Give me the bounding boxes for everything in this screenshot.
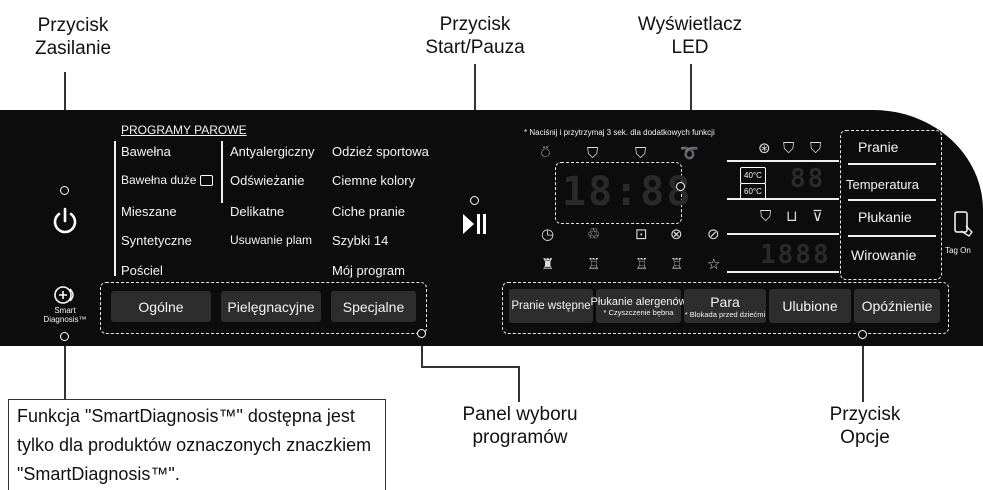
- start-pause-button[interactable]: [461, 211, 489, 237]
- program-ciche-pranie[interactable]: Ciche pranie: [332, 204, 405, 219]
- power-button[interactable]: [50, 206, 80, 236]
- right-h-divider-4: [727, 271, 839, 273]
- tshirt-icon: ♜: [541, 255, 555, 273]
- smartdiagnosis-button[interactable]: Smart Diagnosis™: [43, 284, 87, 334]
- tab-specjalne[interactable]: Specjalne: [331, 291, 416, 322]
- temp-60: 60°C: [740, 183, 766, 200]
- program-antyalergiczny[interactable]: Antyalergiczny: [230, 144, 315, 159]
- display-leader-dot: [676, 182, 685, 191]
- right-h-divider-3: [727, 233, 839, 235]
- program-moj-program[interactable]: Mój program: [332, 263, 405, 278]
- option-plukanie-alergenow[interactable]: Płukanie alergenów * Czyszczenie bębna: [591, 289, 687, 323]
- programs-leader-dot: [417, 329, 426, 338]
- program-usuwanie-plam[interactable]: Usuwanie plam: [230, 233, 313, 247]
- steam-programs-heading: PROGRAMY PAROWE: [121, 123, 247, 137]
- no-icon: ⊘: [707, 225, 720, 243]
- power-leader-dot: [60, 186, 69, 195]
- lock-icon: ⊡: [635, 225, 648, 243]
- wifi-icon: ⊗: [670, 225, 683, 243]
- callout-options: Przycisk Opcje: [829, 404, 901, 448]
- col2-divider: [221, 141, 223, 203]
- program-odziez-sportowa[interactable]: Odzież sportowa: [332, 144, 429, 159]
- right-h-divider-1: [727, 160, 839, 162]
- play-pause-icon: [463, 214, 486, 234]
- leader-programs-h: [421, 366, 519, 368]
- tshirt-icon-2: ⛉: [810, 139, 822, 157]
- tag-on-button[interactable]: Tag On: [945, 210, 976, 258]
- col1-divider: [114, 141, 116, 276]
- option-wirowanie[interactable]: Wirowanie: [851, 247, 917, 263]
- callout-display: Wyświetlacz LED: [637, 14, 743, 58]
- option-pranie-wstepne[interactable]: Pranie wstępne: [509, 289, 593, 323]
- cycle-icon: ♲: [587, 225, 601, 243]
- smartdiag-leader-dot: [60, 332, 69, 341]
- child-lock-sub: * Blokada przed dziećmi: [684, 309, 766, 319]
- program-delikatne[interactable]: Delikatne: [230, 204, 285, 219]
- clock-icon: ◷: [541, 225, 555, 243]
- right-h-divider-2: [727, 198, 839, 200]
- steam-shirt-icon-1: ♖: [587, 255, 601, 273]
- leader-programs-v1: [421, 334, 423, 366]
- program-bawelna-duze-label: Bawełna duże: [121, 173, 197, 187]
- program-ciemne-kolory[interactable]: Ciemne kolory: [332, 173, 416, 188]
- temp-40: 40°C: [740, 167, 766, 184]
- program-bawelna-duze[interactable]: Bawełna duże: [121, 173, 214, 188]
- time-display: 18:88: [562, 169, 693, 215]
- program-bawelna[interactable]: Bawełna: [121, 144, 171, 159]
- right-opt-divider-2: [848, 199, 936, 201]
- option-para-label: Para: [710, 293, 740, 310]
- tab-ogolne[interactable]: Ogólne: [111, 291, 211, 322]
- spin-display: 1888: [760, 240, 831, 270]
- right-options-frame: [840, 130, 942, 280]
- start-leader-dot: [470, 196, 479, 205]
- callout-start-pause: Przycisk Start/Pauza: [425, 14, 525, 58]
- option-para[interactable]: Para * Blokada przed dziećmi: [684, 289, 766, 323]
- program-odswiezanie[interactable]: Odświeżanie: [230, 173, 305, 188]
- tag-on-label: Tag On: [945, 246, 971, 255]
- spin-icon-1: ➰: [680, 144, 699, 162]
- spin-icon-2: ⊛: [758, 139, 771, 157]
- option-temperatura[interactable]: Temperatura: [846, 177, 919, 192]
- right-opt-divider-1: [848, 163, 936, 165]
- options-leader-dot: [858, 330, 867, 339]
- option-ulubione[interactable]: Ulubione: [769, 289, 851, 323]
- tab-pielegnacyjne[interactable]: Pielęgnacyjne: [221, 291, 321, 322]
- temp-display: 88: [790, 164, 826, 194]
- rinse-icon-2: ⊔: [786, 207, 798, 225]
- leader-programs-v2: [518, 366, 520, 402]
- options-frame: [502, 282, 949, 334]
- nfc-phone-icon: [954, 211, 973, 237]
- steam-shirt-icon-3: ♖: [670, 255, 684, 273]
- option-plukanie[interactable]: Płukanie: [858, 209, 912, 225]
- smartdiagnosis-icon: [54, 286, 74, 304]
- leader-options: [862, 338, 864, 402]
- smartdiagnosis-label: Smart Diagnosis™: [43, 306, 87, 324]
- program-mieszane[interactable]: Mieszane: [121, 204, 177, 219]
- smartdiagnosis-note: Funkcja "SmartDiagnosis™" dostępna jest …: [8, 399, 386, 490]
- callout-power: Przycisk Zasilanie: [34, 15, 112, 59]
- option-opoznienie[interactable]: Opóźnienie: [854, 289, 940, 323]
- option-plukanie-alergenow-label: Płukanie alergenów: [590, 295, 687, 308]
- hold-hint: * Naciśnij i przytrzymaj 3 sek. dla doda…: [524, 128, 715, 137]
- program-szybki-14[interactable]: Szybki 14: [332, 233, 389, 248]
- star-icon: ☆: [707, 255, 721, 273]
- shirt-icon-1: ⛉: [587, 144, 599, 162]
- steam-shirt-icon-2: ♖: [635, 255, 649, 273]
- rinse-icon-1: ⛉: [760, 207, 772, 225]
- right-opt-divider-3: [848, 235, 936, 237]
- turbo-icon: ⍥: [541, 144, 551, 162]
- rinse-icon-3: ⊽: [812, 207, 823, 225]
- steam-box-icon: [200, 175, 214, 187]
- program-panel-frame: [100, 282, 427, 334]
- led-display-frame: [555, 162, 682, 224]
- program-posciel[interactable]: Pościel: [121, 263, 163, 278]
- drum-clean-sub: * Czyszczenie bębna: [603, 307, 674, 317]
- shirt-icon-2: ⛉: [635, 144, 647, 162]
- wash-icon: ⛉: [783, 139, 795, 157]
- power-icon: [53, 207, 77, 234]
- option-pranie[interactable]: Pranie: [858, 139, 899, 155]
- program-syntetyczne[interactable]: Syntetyczne: [121, 233, 192, 248]
- leader-smartdiag: [64, 338, 66, 400]
- callout-program-panel: Panel wyboru programów: [462, 404, 578, 448]
